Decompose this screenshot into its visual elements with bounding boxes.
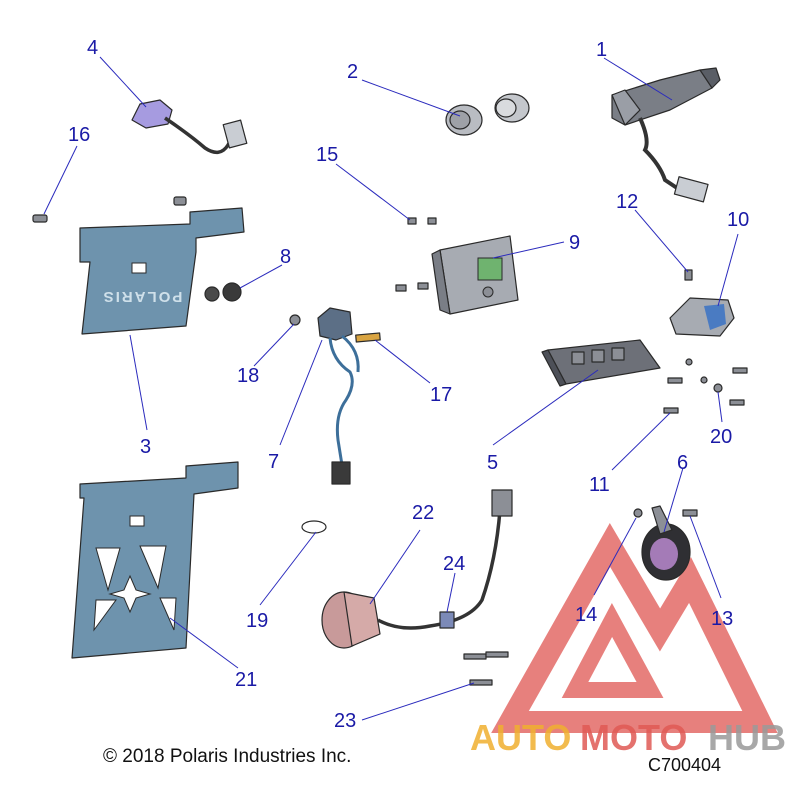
callout-10: 10 <box>727 209 749 231</box>
callout-14: 14 <box>575 604 597 626</box>
part-17-bolt <box>355 332 381 343</box>
callout-5: 5 <box>487 452 498 474</box>
part-6-horn <box>641 505 691 581</box>
watermark-moto: MOTO <box>580 717 687 758</box>
callout-9: 9 <box>569 232 580 254</box>
watermark-text: AUTO MOTO HUB <box>470 717 786 758</box>
callout-18: 18 <box>237 365 259 387</box>
callout-23: 23 <box>334 710 356 732</box>
part-8-grommets <box>204 282 242 302</box>
callout-24: 24 <box>443 553 465 575</box>
callout-22: 22 <box>412 502 434 524</box>
callout-13: 13 <box>711 608 733 630</box>
part-20-nuts <box>685 358 723 393</box>
callouts: 1 2 4 16 15 12 10 9 8 18 17 3 7 5 11 20 … <box>68 37 749 732</box>
callout-1: 1 <box>596 39 607 61</box>
document-id: C700404 <box>648 755 722 775</box>
part-14-nut <box>633 508 643 518</box>
leader-lines <box>43 56 739 721</box>
callout-8: 8 <box>280 246 291 268</box>
callout-7: 7 <box>268 451 279 473</box>
callout-3: 3 <box>140 436 151 458</box>
part-5-switch-panel <box>541 339 661 387</box>
part-21-lower-bracket <box>71 461 239 659</box>
callout-4: 4 <box>87 37 98 59</box>
part-2-knobs <box>445 93 530 136</box>
part-9-module <box>395 235 519 315</box>
part-13-bolt <box>682 509 698 517</box>
part-7-sensor <box>317 307 360 485</box>
callout-6: 6 <box>677 452 688 474</box>
part-15-screws <box>407 217 437 225</box>
callout-2: 2 <box>347 61 358 83</box>
part-16-screw <box>32 214 48 223</box>
plate-text: POLARIS <box>102 288 183 305</box>
callout-12: 12 <box>616 191 638 213</box>
part-4-light <box>131 99 248 155</box>
watermark-hub: HUB <box>708 717 786 758</box>
callout-15: 15 <box>316 144 338 166</box>
part-3-bolt <box>173 196 187 206</box>
callout-11: 11 <box>589 474 610 496</box>
callout-16: 16 <box>68 124 90 146</box>
copyright-text: © 2018 Polaris Industries Inc. <box>103 746 352 767</box>
part-19-clip <box>301 520 327 534</box>
part-12-screw <box>684 269 693 281</box>
part-10-cover <box>669 297 735 337</box>
callout-19: 19 <box>246 610 268 632</box>
part-23-bolts <box>463 651 509 686</box>
part-18-nut <box>289 314 301 326</box>
callout-21: 21 <box>235 669 257 691</box>
callout-17: 17 <box>430 384 452 406</box>
watermark-auto: AUTO <box>470 717 571 758</box>
callout-20: 20 <box>710 426 732 448</box>
watermark-logo <box>491 522 778 733</box>
part-11-bolts <box>663 367 748 414</box>
part-1-switch <box>611 67 721 203</box>
part-3-upper-bracket: POLARIS <box>79 207 245 335</box>
part-22-motor <box>321 489 513 649</box>
